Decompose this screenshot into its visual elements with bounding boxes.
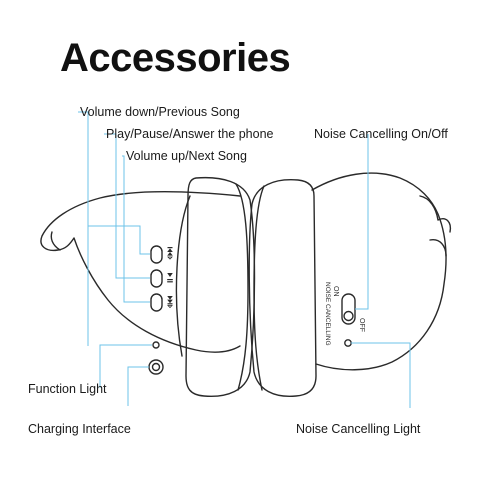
play-pause-icon [167,273,173,283]
leader-noise-light [351,342,411,408]
label-play-pause: Play/Pause/Answer the phone [106,127,274,141]
label-noise-cancel-switch: Noise Cancelling On/Off [314,127,448,141]
leader-noise-switch [355,134,369,310]
leader-charging [127,366,149,406]
volume-down-button[interactable] [150,245,163,264]
leader-lines [78,111,411,408]
label-volume-down: Volume down/Previous Song [80,105,240,119]
button-icons [167,247,173,309]
play-pause-button[interactable] [150,269,163,288]
function-light-indicator [152,341,160,349]
charging-port [148,359,164,375]
noise-cancelling-device-text: NOISE CANCELLING [324,282,331,346]
leader-function-light [99,344,152,388]
leader-play-pause [104,133,150,279]
diagram-title: Accessories [60,36,291,80]
switch-on-text: ON [332,286,339,297]
leader-volume-up [122,155,150,303]
right-earcup [248,172,452,397]
prev-track-icon [167,247,173,260]
label-function-light: Function Light [28,382,107,396]
switch-off-text: OFF [358,318,365,332]
left-earcup [40,176,256,397]
noise-cancel-light-indicator [344,339,352,347]
label-charging-interface: Charging Interface [28,422,131,436]
next-track-icon [167,296,173,309]
leader-volume-down [78,111,89,346]
noise-cancel-switch[interactable] [341,293,356,325]
label-volume-up: Volume up/Next Song [126,149,247,163]
label-noise-cancel-light: Noise Cancelling Light [296,422,421,436]
volume-up-button[interactable] [150,293,163,312]
